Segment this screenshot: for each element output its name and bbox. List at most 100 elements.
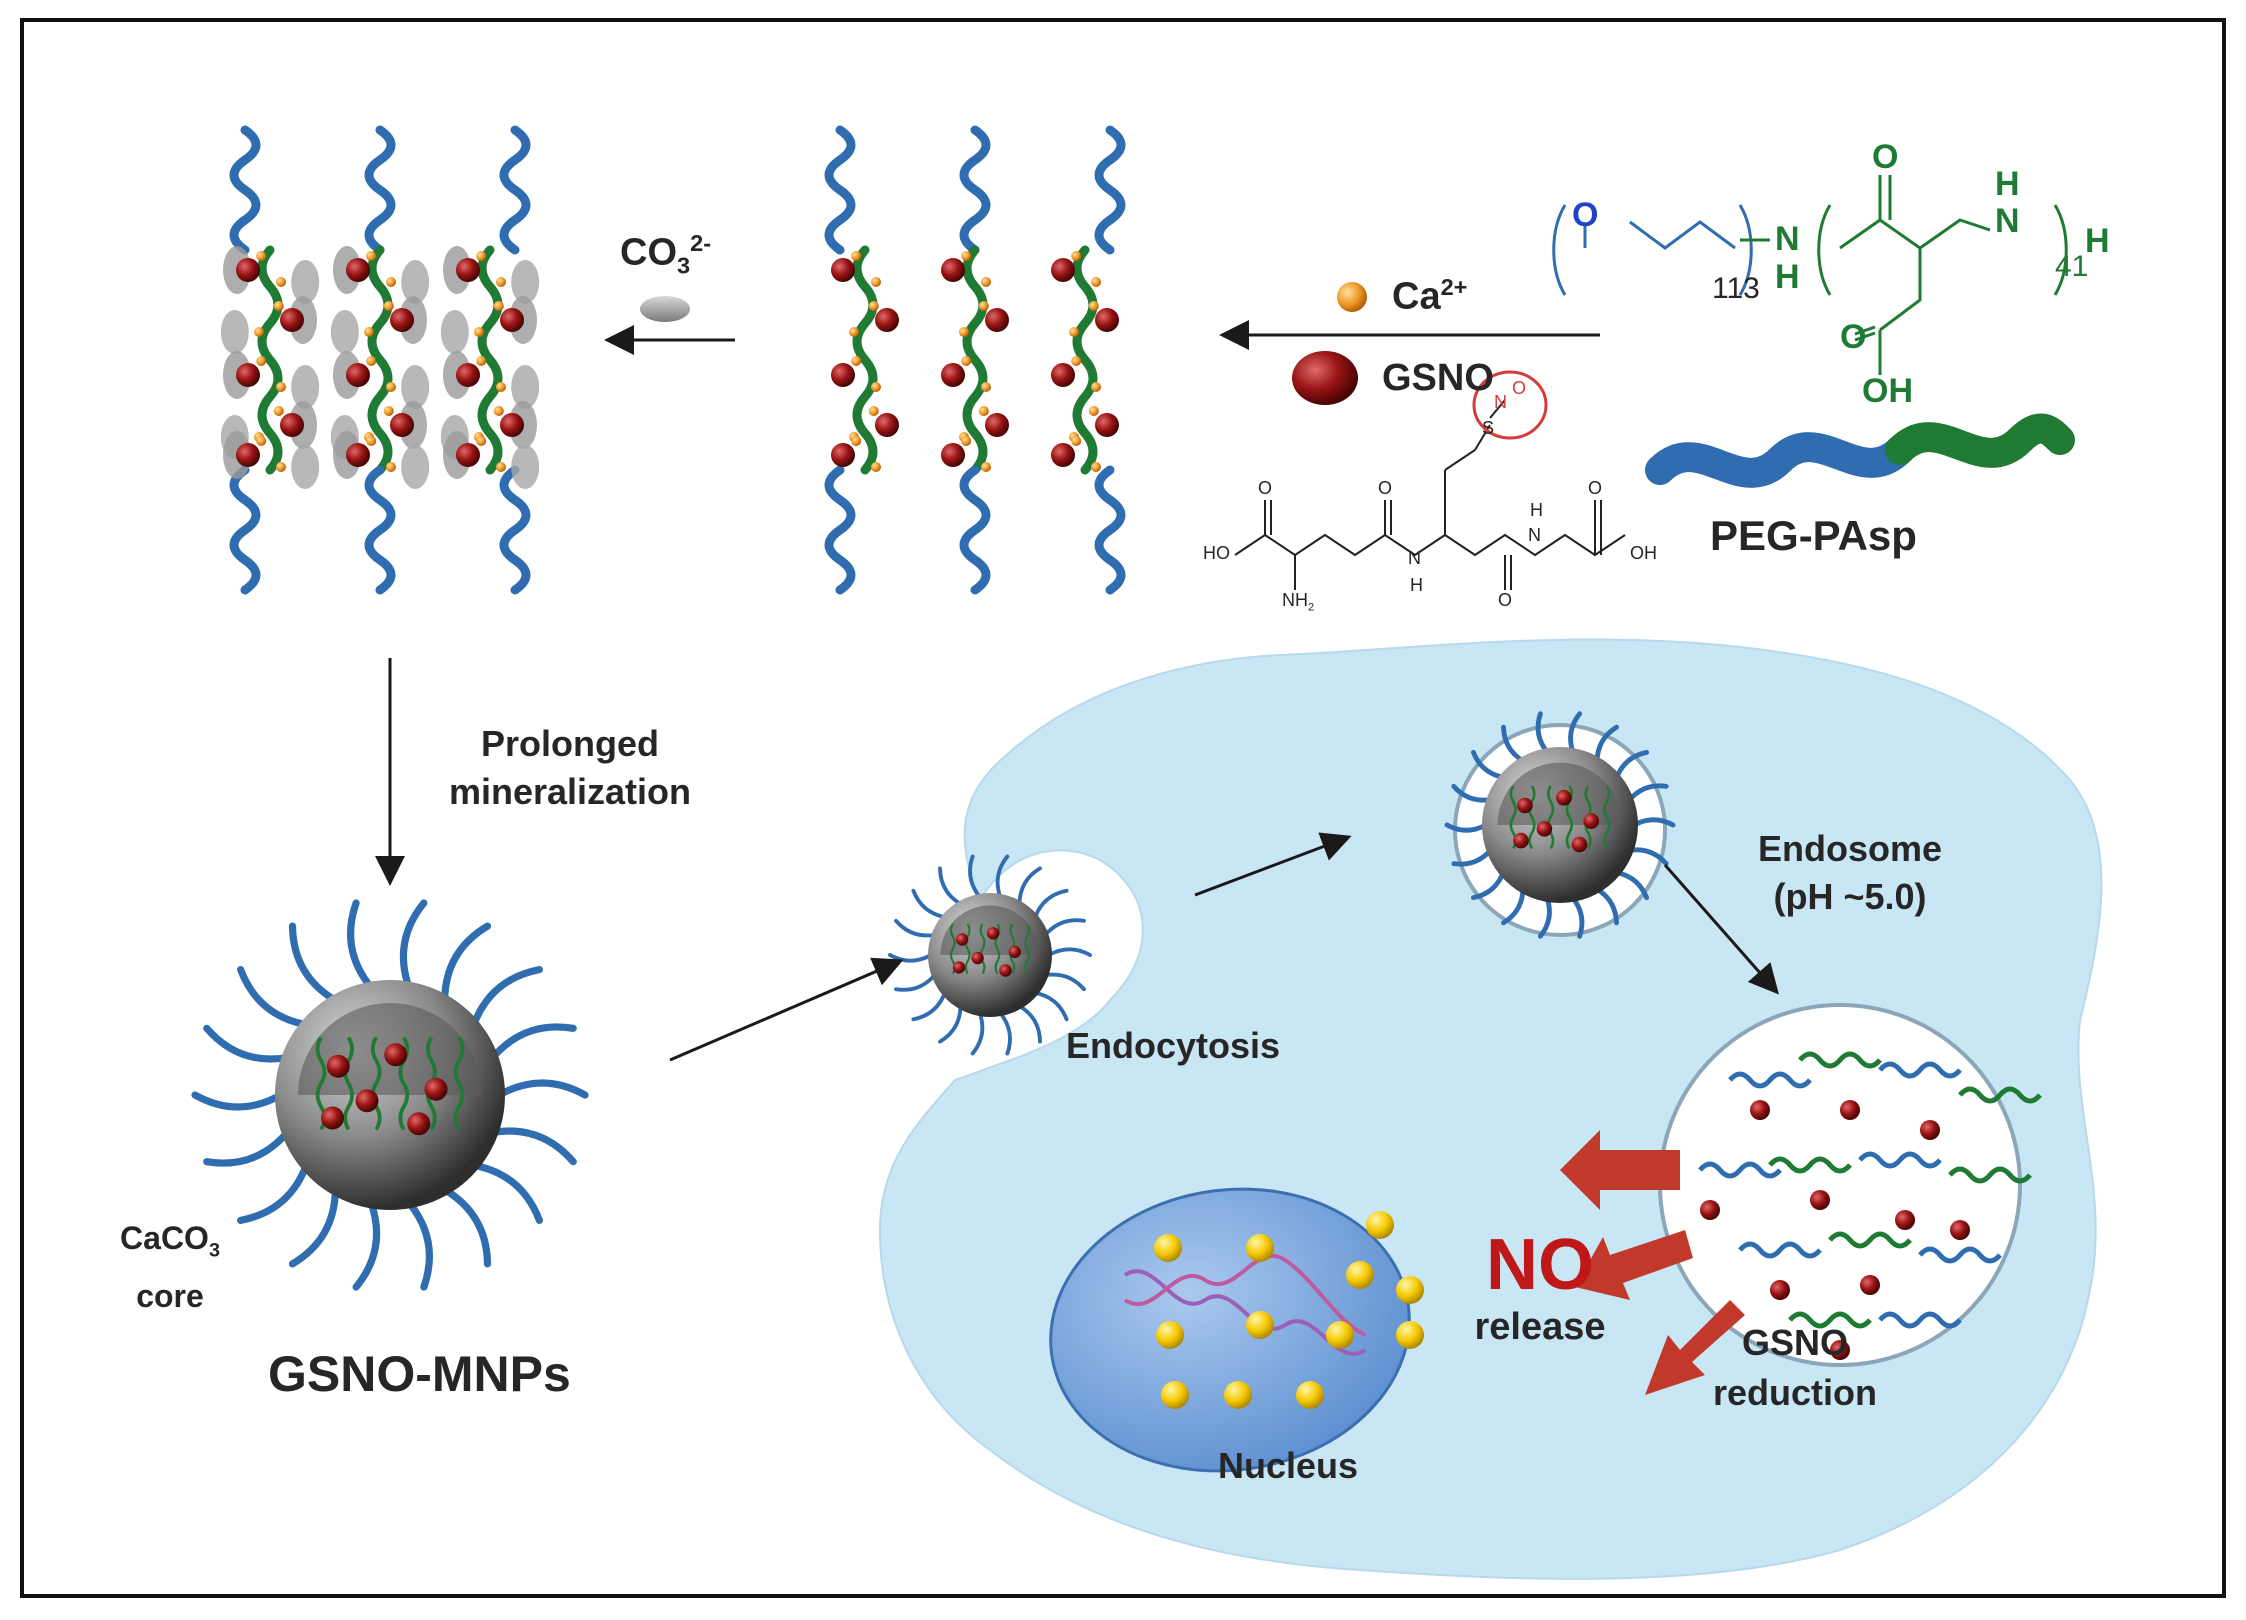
peg-chain [229,465,261,595]
calcium-ion [273,301,284,311]
peg-corona-chain [894,918,937,938]
carbonate-text: CO [620,231,677,274]
calcium-label: Ca2+ [1392,274,1467,319]
nh2-text: NH [1282,590,1308,610]
calcium-ion [1069,327,1079,337]
calcium-ion [496,382,506,392]
calcium-ion [366,436,377,446]
polymer-fragment [1768,1156,1852,1174]
peg-chain [499,465,531,595]
released-gsno [1920,1120,1940,1140]
peg-chain [1094,125,1126,255]
gsno-bead [390,413,414,437]
gsno-bead [1517,797,1533,814]
peg-corona-chain [470,966,543,1029]
calcium-ion [1071,356,1082,366]
gsno-bead [390,308,414,332]
gsno-bead [941,363,965,387]
gsno-bead [971,951,984,965]
calcium-text: Ca [1392,275,1441,318]
endosome-line1: Endosome [1757,828,1943,869]
gsno-atom-h-b: H [1530,500,1543,520]
carbonate-subscript: 3 [677,252,691,279]
peg-corona-chain [911,888,947,920]
calcium-ion [851,356,862,366]
released-gsno [1830,1340,1850,1360]
core-text: CaCO [120,1220,209,1256]
calcium-ion [1071,251,1082,261]
peg-corona-chain [1017,1004,1042,1044]
struct-atom-h1: H [1775,258,1800,296]
gsno-bead [941,443,965,467]
gsno-bead [941,258,965,282]
gsno-bead [236,443,260,467]
pasp-chain [367,245,393,475]
mineralization-line2: mineralization [448,771,692,812]
peg-corona-chain [237,1161,310,1224]
calcium-ion [981,382,991,392]
no-molecule [1154,1234,1182,1262]
mineralized-complex [220,125,540,595]
gsno-bead [875,308,899,332]
carbonate-shell [220,310,249,354]
red-arrow-3 [1645,1300,1745,1395]
no-molecule [1296,1381,1324,1409]
gsno-bead [952,961,966,974]
released-gsno [1950,1220,1970,1240]
carbonate-shell [401,445,430,489]
calcium-ion [256,356,267,366]
nh2-subscript: 2 [1308,601,1315,614]
gsno-atom-o4: O [1588,478,1603,498]
peg-corona-chain [191,1091,285,1111]
peg-corona-chain [495,1079,589,1099]
struct-atom-peg-o: O [1572,196,1599,234]
gsno-bead [346,443,370,467]
carbonate-shell [511,445,540,489]
polymer-fragment [1828,1231,1912,1249]
carbonate-shell [440,310,469,354]
pasp-network [1024,923,1031,975]
calcium-ion [493,301,504,311]
calcium-ion [496,277,506,287]
gsno-legend-label: GSNO [1382,357,1494,399]
peg-corona-chain [470,1161,543,1224]
peg-corona-chain [1043,972,1086,992]
carbonate-shell [511,260,540,304]
peg-corona-chain [1046,947,1092,957]
gsno-bead [1583,813,1599,829]
core-line2: core [136,1278,204,1315]
gsno-bead [1513,832,1529,849]
calcium-ion [868,406,879,416]
calcium-ion [256,436,267,446]
calcium-superscript: 2+ [1440,274,1468,300]
mineralization-label: Prolonged mineralization [420,720,720,816]
peg-corona-chain [203,1128,291,1167]
peg-chain [824,125,856,255]
calcium-ion [493,406,504,416]
calcium-ion [1091,382,1101,392]
pasp-network [343,1036,354,1131]
gsno-bead [500,413,524,437]
no-molecule [1366,1211,1394,1239]
released-gsno [1895,1210,1915,1230]
calcium-ion [981,277,991,287]
no-molecule [1346,1261,1374,1289]
peg-chain [229,125,261,255]
calcium-ion [868,301,879,311]
no-molecule [1224,1381,1252,1409]
peg-corona-chain [938,866,963,906]
peg-corona-chain [347,899,375,992]
no-molecule [1161,1381,1189,1409]
struct-atom-n1: N [1775,220,1800,258]
calcium-ion [1091,462,1101,472]
calcium-ion [383,301,394,311]
peg-corona-chain [489,1127,577,1166]
calcium-ion [476,356,487,366]
calcium-ion [1088,406,1099,416]
peg-corona-chain [441,1186,492,1268]
no-molecule [1396,1276,1424,1304]
polymer-fragment [1878,1311,1962,1329]
gsno-atom-n-no: N [1494,392,1507,412]
peg-corona-chain [938,1004,963,1044]
